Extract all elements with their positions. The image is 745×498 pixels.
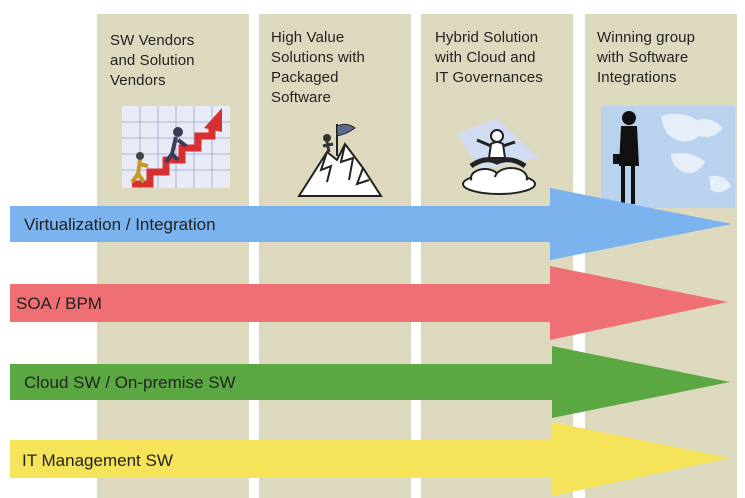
arrow-shape — [10, 346, 730, 418]
column-sw-vendors: SW Vendors and Solution Vendors — [97, 14, 249, 498]
arrow-label: SOA / BPM — [16, 294, 102, 313]
arrow-cloud-sw: Cloud SW / On-premise SW — [0, 344, 745, 424]
column-title: Winning group with Software Integrations — [597, 29, 696, 86]
stairs-climb-icon — [122, 106, 230, 188]
businesswoman-map-icon — [601, 106, 735, 208]
column-title: SW Vendors and Solution Vendors — [110, 32, 195, 89]
arrow-shape — [10, 266, 728, 340]
column-winning-group: Winning group with Software Integrations — [585, 14, 737, 498]
column-high-value: High Value Solutions with Packaged Softw… — [259, 14, 411, 498]
arrow-label: Virtualization / Integration — [24, 215, 216, 234]
column-hybrid: Hybrid Solution with Cloud and IT Govern… — [421, 14, 573, 498]
arrow-label: Cloud SW / On-premise SW — [24, 373, 236, 392]
arrow-it-management: IT Management SW — [0, 420, 745, 498]
cloud-rider-icon — [457, 118, 539, 195]
arrow-shape — [10, 422, 730, 496]
arrow-shape — [10, 188, 732, 260]
mountain-flag-icon — [297, 123, 383, 197]
arrow-virtualization: Virtualization / Integration — [0, 186, 745, 266]
column-title: High Value Solutions with Packaged Softw… — [271, 29, 365, 106]
arrow-label: IT Management SW — [22, 451, 173, 470]
arrow-soa-bpm: SOA / BPM — [0, 266, 745, 346]
column-title: Hybrid Solution with Cloud and IT Govern… — [435, 29, 543, 86]
